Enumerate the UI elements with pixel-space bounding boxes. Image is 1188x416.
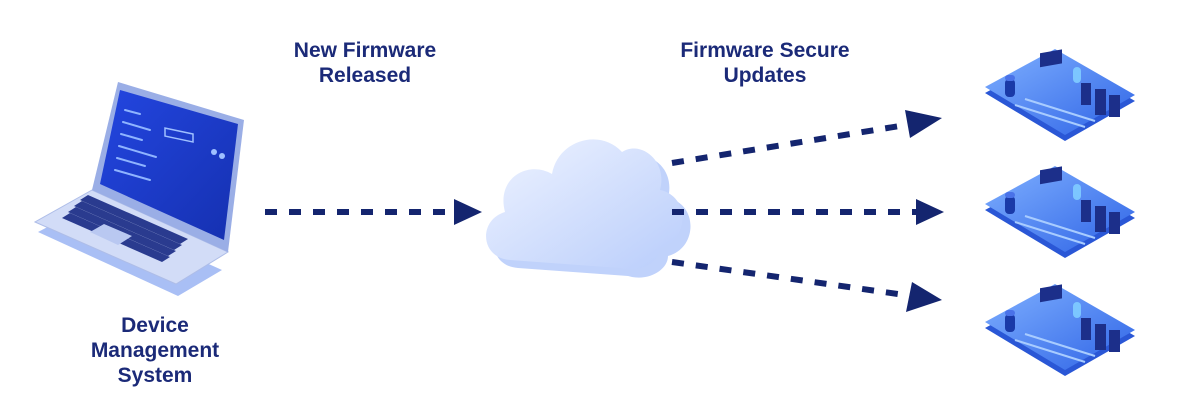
label-line: System (117, 364, 193, 387)
cloud-icon (486, 139, 691, 278)
circuit-board-2 (985, 166, 1135, 258)
label-line: Released (318, 64, 412, 87)
label-line: Firmware Secure (680, 39, 850, 62)
arrow-cloud-to-board-2 (672, 199, 944, 225)
label-new-firmware-released: New Firmware Released (250, 38, 480, 88)
arrow-laptop-to-cloud (265, 199, 482, 225)
arrow-cloud-to-board-1 (671, 110, 942, 166)
laptop-icon (33, 82, 244, 296)
circuit-board-3 (985, 284, 1135, 376)
label-line: Updates (723, 64, 807, 87)
label-device-management-system: Device Management System (60, 313, 250, 388)
arrow-cloud-to-board-3 (671, 259, 942, 312)
label-line: Management (90, 339, 220, 362)
label-line: New Firmware (293, 39, 437, 62)
circuit-board-1 (985, 49, 1135, 141)
label-line: Device (121, 314, 189, 337)
label-firmware-secure-updates: Firmware Secure Updates (640, 38, 890, 88)
